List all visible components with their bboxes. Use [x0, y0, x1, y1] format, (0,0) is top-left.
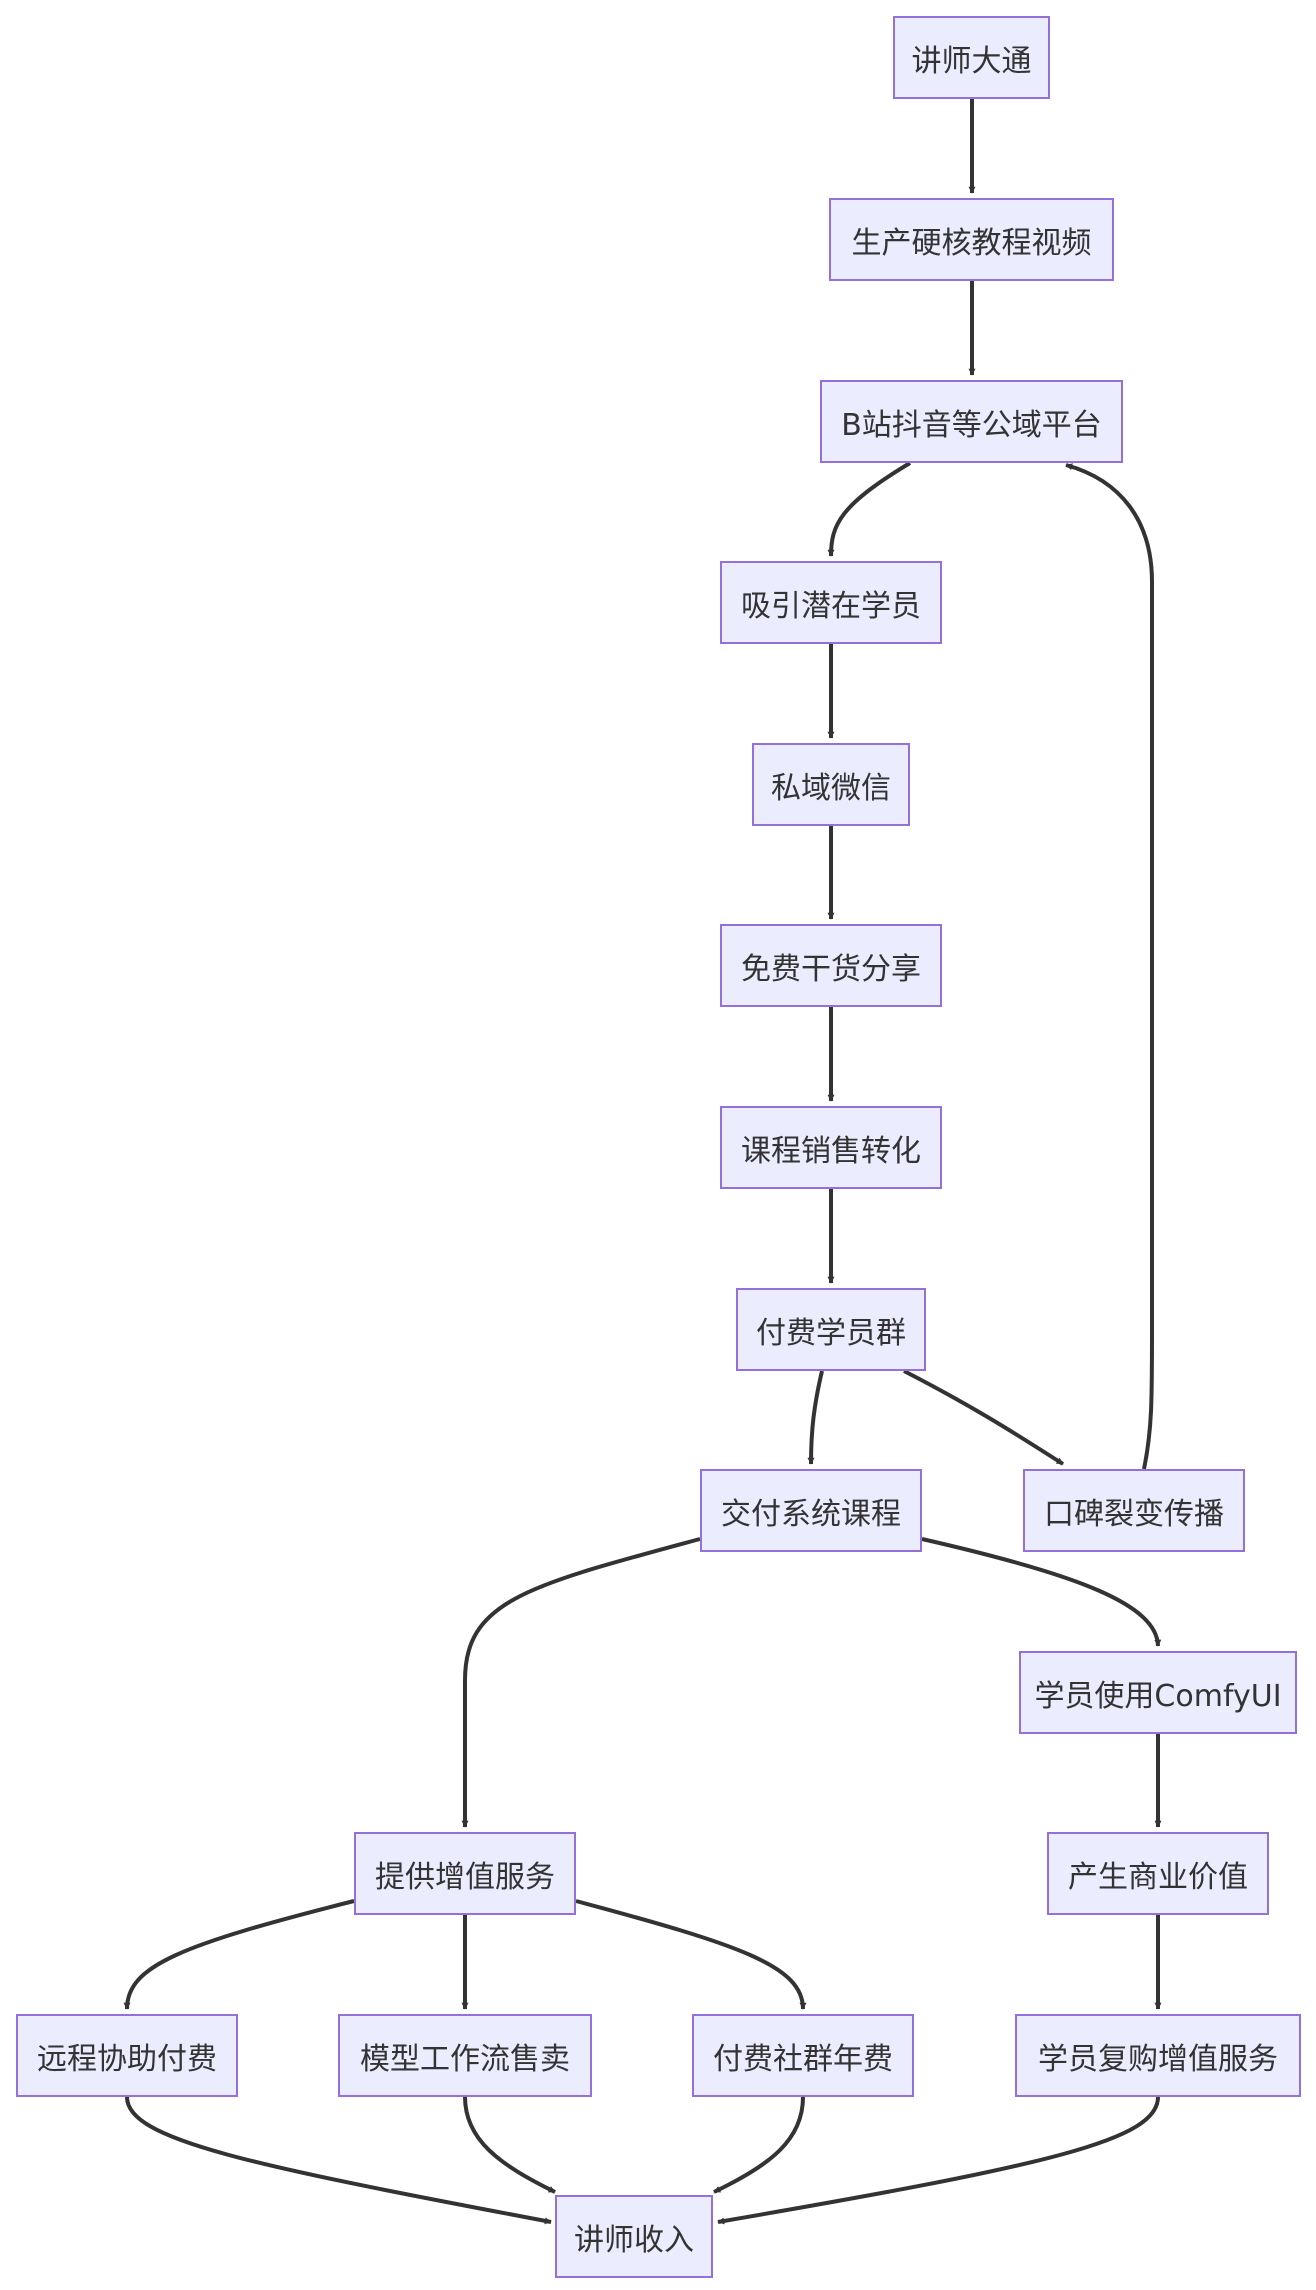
- edge-repurchase-to-income: [717, 2096, 1160, 2225]
- node-private-wechat: 私域微信: [752, 743, 910, 826]
- edge-word-of-mouth-to-public-platforms: [1065, 463, 1154, 1470]
- node-value-added: 提供增值服务: [354, 1832, 576, 1915]
- edge-paid-group-to-word-of-mouth: [903, 1369, 1065, 1466]
- edge-deliver-course-to-value-added: [461, 1537, 701, 1828]
- node-public-platforms: B站抖音等公域平台: [820, 380, 1123, 463]
- node-paid-group: 付费学员群: [736, 1288, 926, 1371]
- node-word-of-mouth: 口碑裂变传播: [1023, 1469, 1245, 1552]
- edge-value-added-to-remote-assist: [123, 1899, 355, 2010]
- edge-paid-group-to-deliver-course: [807, 1370, 824, 1465]
- node-deliver-course: 交付系统课程: [700, 1469, 922, 1552]
- node-community-fee: 付费社群年费: [692, 2014, 914, 2097]
- edge-public-platforms-to-attract-students: [827, 461, 912, 557]
- node-free-sharing: 免费干货分享: [720, 924, 942, 1007]
- node-produce-videos: 生产硬核教程视频: [829, 198, 1114, 281]
- edge-remote-assist-to-income: [125, 2096, 552, 2225]
- node-model-workflow: 模型工作流售卖: [338, 2014, 592, 2097]
- node-business-value: 产生商业价值: [1047, 1832, 1269, 1915]
- edge-model-workflow-to-income: [463, 2096, 556, 2194]
- edge-deliver-course-to-use-comfyui: [921, 1537, 1162, 1647]
- node-repurchase: 学员复购增值服务: [1015, 2014, 1301, 2097]
- node-course-conversion: 课程销售转化: [720, 1106, 942, 1189]
- node-income: 讲师收入: [555, 2195, 713, 2278]
- node-lecturer: 讲师大通: [893, 16, 1050, 99]
- node-remote-assist: 远程协助付费: [16, 2014, 238, 2097]
- edge-community-fee-to-income: [713, 2096, 805, 2194]
- node-use-comfyui: 学员使用ComfyUI: [1019, 1651, 1297, 1734]
- edge-value-added-to-community-fee: [575, 1899, 807, 2010]
- node-attract-students: 吸引潜在学员: [720, 561, 942, 644]
